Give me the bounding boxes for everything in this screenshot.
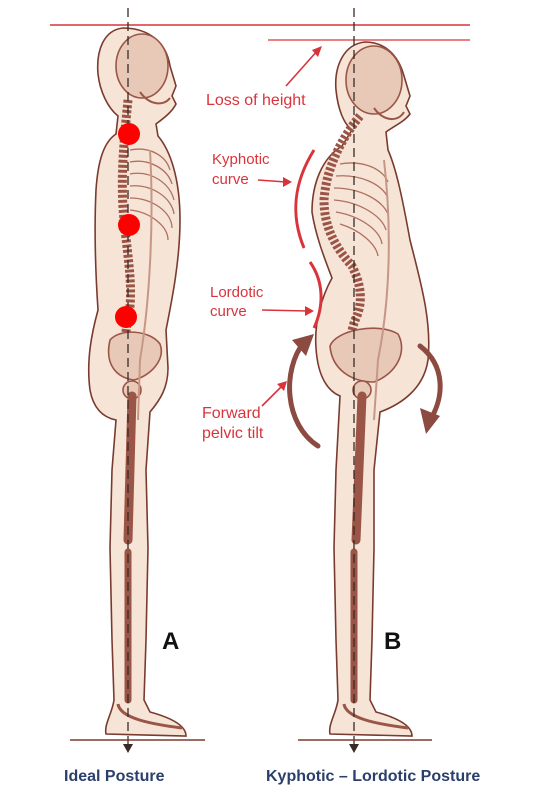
figure-b-plumb-arrow-icon xyxy=(349,744,359,753)
annotations xyxy=(257,46,323,407)
lordotic-curve-label-line2: curve xyxy=(210,303,247,320)
ideal-posture-caption: Ideal Posture xyxy=(64,768,165,785)
pelvic-tilt-rotation-arrow-right xyxy=(417,343,443,423)
pelvic-tilt-arrowhead-right-icon xyxy=(420,408,440,434)
figure-b-skull xyxy=(345,45,403,115)
kyphotic-arrowhead-icon xyxy=(283,177,292,187)
figure-b-femur xyxy=(351,391,367,545)
figure-b-foot xyxy=(342,703,409,730)
figure-a-ideal xyxy=(70,8,205,753)
lordotic-pointer xyxy=(261,309,309,312)
kyphotic-pointer xyxy=(257,179,287,183)
figure-a-femur xyxy=(123,391,137,545)
figure-a-letter: A xyxy=(162,628,180,655)
forward-pelvic-tilt-pointer xyxy=(261,385,283,407)
figure-b-spine xyxy=(319,113,365,356)
figure-a-pelvis xyxy=(107,331,163,381)
pelvic-tilt-arrowhead-left-icon xyxy=(292,334,314,356)
loss-of-height-arrowhead-icon xyxy=(312,46,322,57)
lordotic-bracket xyxy=(308,261,323,329)
spine-marker-2 xyxy=(118,214,140,236)
figure-b-pelvis xyxy=(329,327,403,383)
forward-pelvic-tilt-label-line2: pelvic tilt xyxy=(202,425,264,442)
kyphotic-curve-label-line2: curve xyxy=(212,171,249,188)
figure-b-letter: B xyxy=(384,628,402,655)
forward-pelvic-tilt-label-line1: Forward xyxy=(202,405,261,422)
spine-marker-3 xyxy=(115,306,137,328)
figure-a-plumb-arrow-icon xyxy=(123,744,133,753)
figure-a-skull xyxy=(115,33,169,99)
spine-marker-1 xyxy=(118,123,140,145)
pelvic-tilt-rotation-arrow-left xyxy=(287,339,321,449)
figure-a-foot xyxy=(116,703,183,730)
figure-b-ribs xyxy=(333,162,389,257)
figure-b-kyphotic-lordotic xyxy=(287,8,443,753)
lordotic-curve-label-line1: Lordotic xyxy=(210,284,264,301)
figure-a-arm xyxy=(137,149,153,421)
figure-b-jaw xyxy=(373,107,405,120)
loss-of-height-label: Loss of height xyxy=(206,92,306,109)
forward-pelvic-tilt-arrowhead-icon xyxy=(277,381,287,391)
kyphotic-lordotic-caption: Kyphotic – Lordotic Posture xyxy=(266,768,481,785)
lordotic-arrowhead-icon xyxy=(305,306,314,316)
figure-a-ribs xyxy=(129,148,175,241)
loss-of-height-pointer xyxy=(285,49,319,87)
spine-marker-group xyxy=(115,123,140,328)
kyphotic-bracket xyxy=(294,149,316,249)
figure-b-arm xyxy=(373,159,390,421)
kyphotic-curve-label-line1: Kyphotic xyxy=(212,151,270,168)
figure-a-jaw xyxy=(139,91,171,105)
